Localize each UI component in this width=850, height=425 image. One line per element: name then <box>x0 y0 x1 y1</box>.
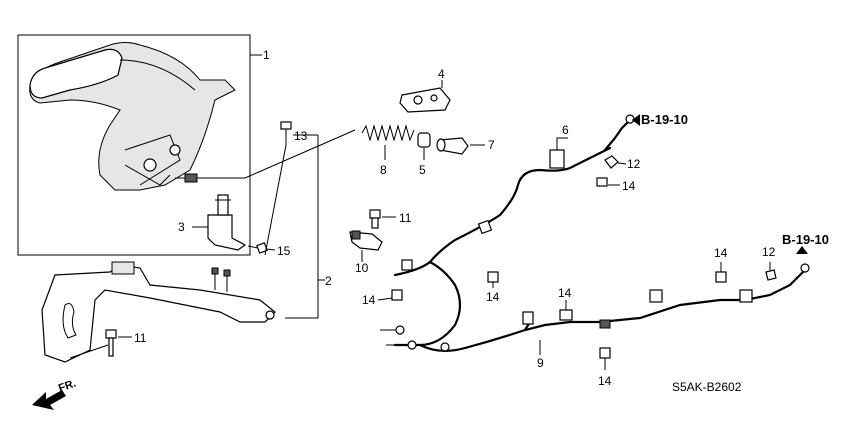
bolt-15 <box>247 242 276 254</box>
label-part-1: 1 <box>263 48 270 62</box>
clip-12-a <box>604 155 627 169</box>
label-part-6: 6 <box>562 123 569 137</box>
ref-arrow-top: B-19-10 <box>632 112 688 127</box>
adjuster-part-7 <box>436 137 485 155</box>
label-part-5: 5 <box>419 163 426 177</box>
label-part-14-b: 14 <box>362 293 376 307</box>
label-part-4: 4 <box>438 67 445 81</box>
bracket-part-3 <box>192 194 247 251</box>
label-part-15: 15 <box>277 244 291 258</box>
label-part-14-c: 14 <box>486 290 500 304</box>
front-direction-label: FR. <box>57 377 78 394</box>
label-part-7: 7 <box>488 138 495 152</box>
ref-label-right: B-19-10 <box>782 232 829 247</box>
label-part-3: 3 <box>178 220 185 234</box>
bolt-11-lower <box>69 329 132 359</box>
bolt-14-a <box>596 177 620 187</box>
cable-part-6 <box>380 114 635 350</box>
ref-arrow-right: B-19-10 <box>782 232 829 254</box>
parking-brake-lever <box>29 42 245 191</box>
label-part-14-f: 14 <box>598 374 612 388</box>
bolt-14-e <box>715 262 727 283</box>
front-direction-arrow-icon: FR. <box>32 377 78 410</box>
clip-part-10 <box>349 230 383 262</box>
lever-assembly-box <box>17 34 262 256</box>
label-part-11-lower: 11 <box>134 331 147 345</box>
cable-part-9 <box>418 263 810 355</box>
label-part-11-upper: 11 <box>399 211 412 225</box>
label-part-14-d: 14 <box>558 286 572 300</box>
bolt-11-upper <box>369 209 396 229</box>
ref-label-top: B-19-10 <box>641 112 688 127</box>
bolt-14-d <box>559 300 573 321</box>
label-part-13: 13 <box>294 129 308 143</box>
label-part-2: 2 <box>325 274 332 288</box>
label-part-14-e: 14 <box>714 246 728 260</box>
label-part-8: 8 <box>380 163 387 177</box>
base-bracket-part-2 <box>41 134 325 363</box>
label-part-10: 10 <box>355 261 369 275</box>
lever-rod <box>244 129 356 179</box>
label-part-14-a: 14 <box>622 179 636 193</box>
label-part-9: 9 <box>537 356 544 370</box>
clip-12-b <box>765 262 777 281</box>
bolt-14-f <box>599 347 611 370</box>
diagram-code: S5AK-B2602 <box>672 380 742 394</box>
label-part-12-b: 12 <box>762 245 776 259</box>
sleeve-part-5 <box>417 132 431 160</box>
bolt-14-c <box>487 271 499 288</box>
bolt-13 <box>264 121 308 256</box>
equalizer-part-4 <box>399 80 451 113</box>
spring-part-8 <box>361 124 415 160</box>
bolt-14-b <box>377 289 403 301</box>
label-part-12-a: 12 <box>627 157 641 171</box>
